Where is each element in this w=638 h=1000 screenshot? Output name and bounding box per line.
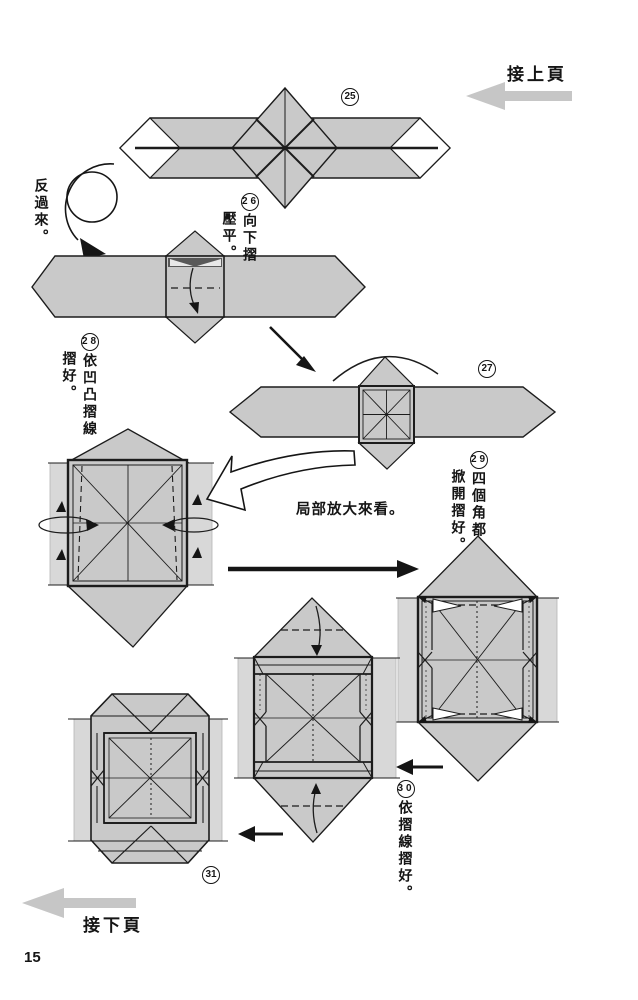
step-30-arrow-icon [396, 759, 443, 775]
step-31-number: 31 [202, 866, 220, 884]
step-31-arrow-icon [238, 826, 283, 842]
next-page-label: 接下頁 [83, 916, 143, 935]
zoom-callout-arrow-icon [205, 450, 356, 512]
step-28-number: 28 [81, 333, 99, 351]
turn-over-arrow-icon [64, 163, 118, 259]
step-27-number: 27 [478, 360, 496, 378]
turn-over-note: 反過來。 [33, 178, 50, 246]
prev-page-label: 接上頁 [507, 65, 567, 84]
diagram-step-31 [68, 693, 228, 864]
zoom-hint-note: 局部放大來看。 [296, 502, 405, 518]
step-26-number: 26 [241, 193, 259, 211]
diagram-step-30 [234, 597, 400, 843]
page-number: 15 [24, 949, 41, 966]
step-26-line1: 26向下摺 [241, 193, 259, 264]
next-page-arrow-icon [22, 888, 136, 918]
step-29-line1: 29四個角都 [470, 451, 488, 554]
fold-sequence-arrow-icon [269, 326, 316, 372]
step-28-line1: 28依凹凸摺線 [81, 333, 99, 438]
step-26-line2: 壓平。 [221, 211, 238, 262]
step-29-arrow-icon [228, 560, 419, 578]
step-26-label: 26向下摺 壓平。 [220, 193, 259, 264]
step-29-number: 29 [470, 451, 488, 469]
diagram-step-29 [396, 535, 559, 782]
diagram-step-26 [31, 230, 366, 344]
diagram-step-28-enlarged [38, 428, 219, 648]
step-30-line1: 30依摺線摺好。 [396, 780, 415, 902]
diagram-step-25 [119, 86, 451, 210]
diagram-step-27 [228, 355, 557, 470]
step-30-label: 30依摺線摺好。 [396, 780, 415, 902]
step-29-label: 29四個角都 掀開摺好。 [449, 451, 488, 554]
prev-page-arrow-icon [466, 82, 572, 110]
step-28-line2: 摺好。 [61, 351, 78, 402]
step-28-label: 28依凹凸摺線 摺好。 [60, 333, 99, 438]
step-25-number: 25 [341, 88, 359, 106]
step-30-number: 30 [396, 780, 415, 798]
step-29-line2: 掀開摺好。 [450, 469, 467, 554]
